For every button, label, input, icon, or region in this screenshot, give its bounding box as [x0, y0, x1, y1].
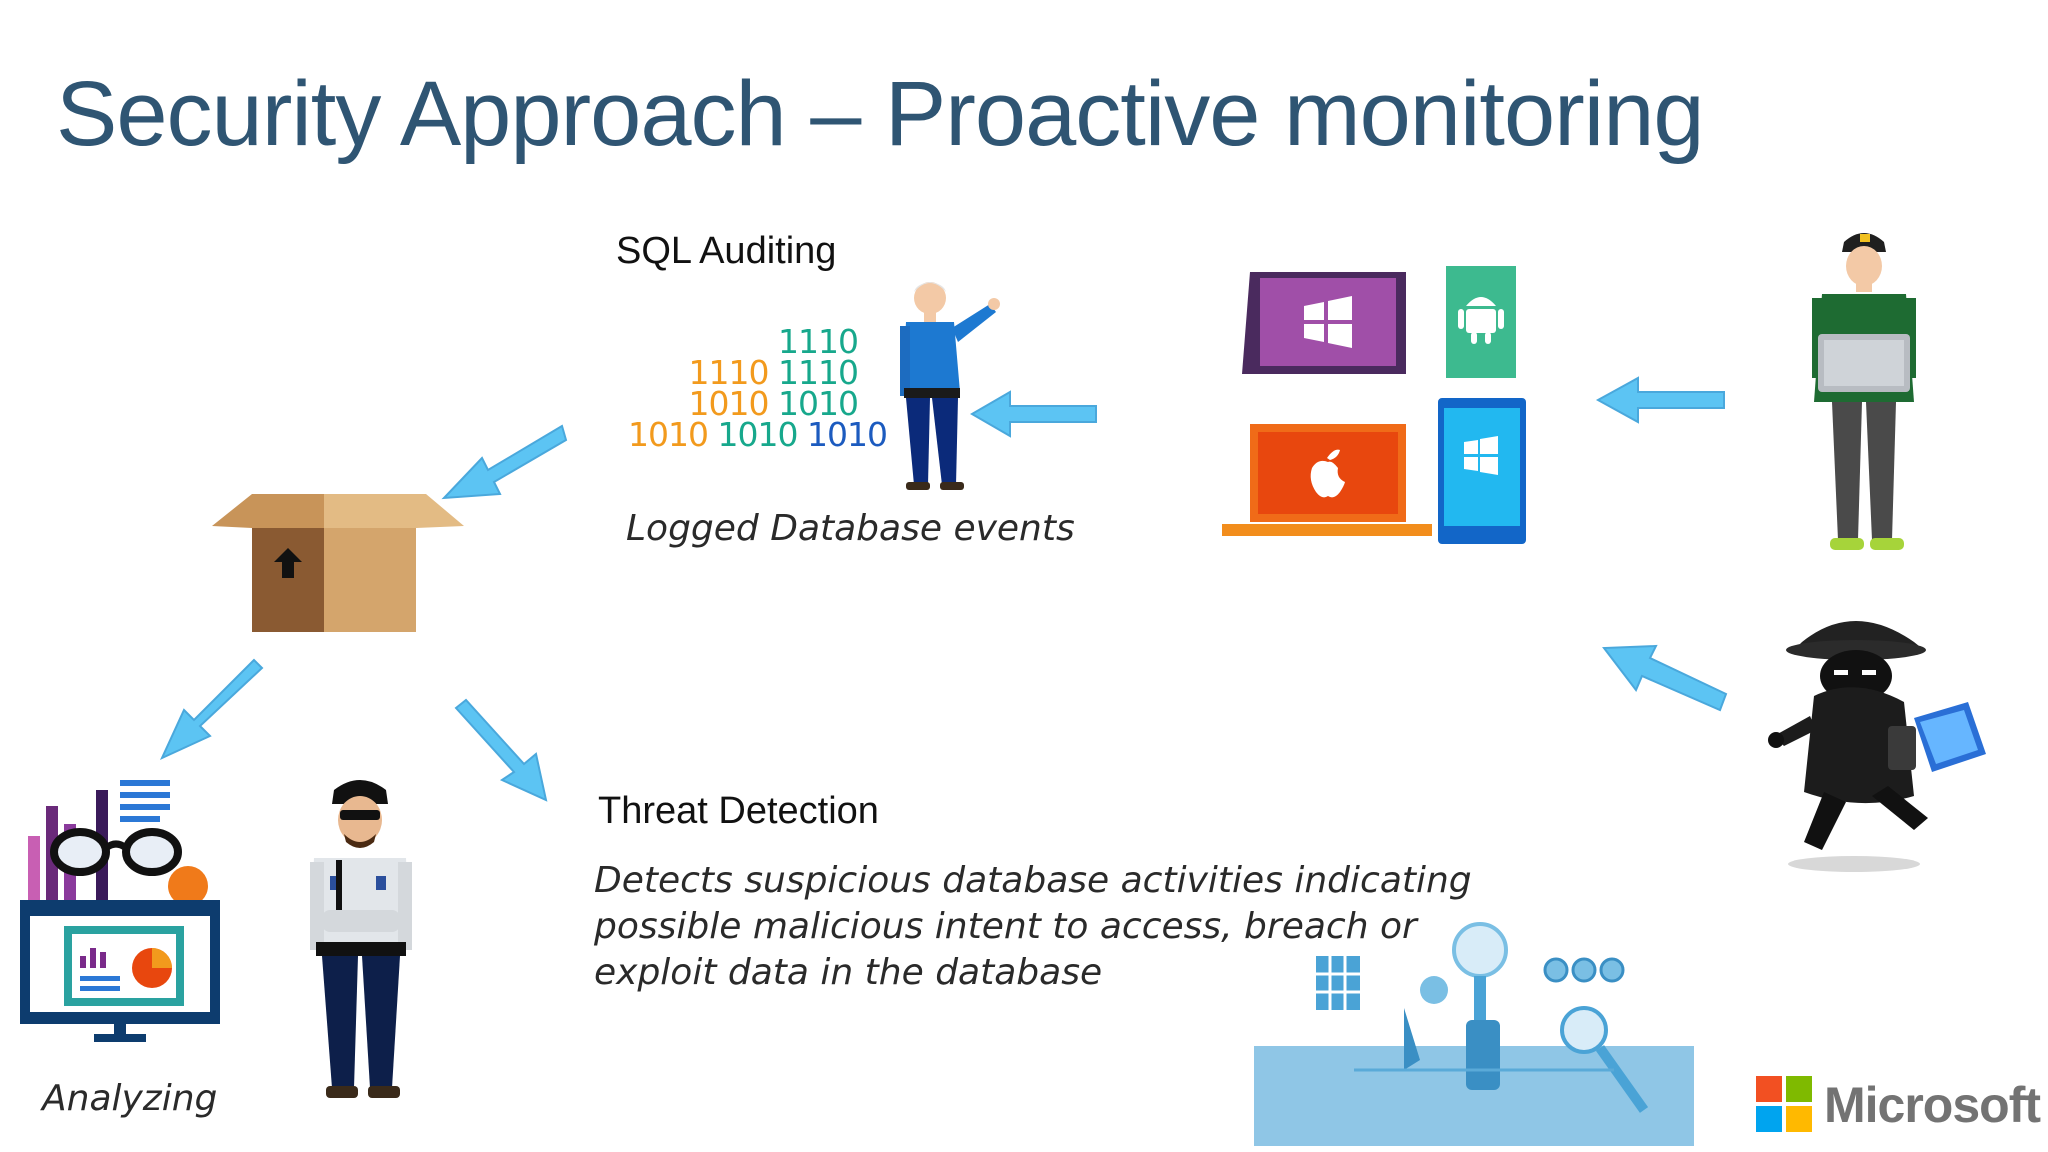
microsoft-logo-icon: [1756, 1076, 1812, 1132]
analytics-dashboard-icon: [20, 780, 220, 1042]
threat-detection-heading: Threat Detection: [598, 790, 879, 832]
binary-value: 1110: [778, 353, 859, 392]
data-lab-illustration: [1254, 922, 1694, 1146]
binary-value: 1110: [688, 353, 770, 392]
hacker-icon: [1768, 621, 1986, 872]
arrow-down-right-icon: [454, 698, 548, 802]
box-icon: [212, 494, 464, 632]
binary-line-4: 1010 1010 1010: [628, 418, 888, 451]
microsoft-wordmark: Microsoft: [1824, 1077, 2041, 1133]
sql-auditing-heading: SQL Auditing: [616, 230, 837, 272]
binary-value: 1010: [806, 415, 888, 454]
security-guard-icon: [310, 780, 412, 1098]
description-line: Detects suspicious database activities i…: [594, 860, 1472, 901]
description-line: possible malicious intent to access, bre…: [594, 906, 1417, 947]
binary-line-3: 1010 1010: [628, 387, 859, 420]
binary-value: 1010: [717, 415, 798, 454]
binary-value: 1010: [628, 415, 709, 454]
binary-line-2: 1110 1110: [628, 356, 859, 389]
description-line: exploit data in the database: [594, 952, 1103, 993]
binary-line-1: 1110: [628, 325, 859, 358]
arrow-down-left-icon: [441, 424, 568, 500]
binary-value: 1010: [688, 384, 770, 423]
apple-laptop-icon: [1222, 424, 1432, 536]
logged-events-caption: Logged Database events: [626, 508, 1075, 549]
binary-value: 1010: [778, 384, 859, 423]
android-phone-icon: [1446, 266, 1516, 378]
windows-phone-icon: [1438, 398, 1526, 544]
slide-title: Security Approach – Proactive monitoring: [56, 63, 1705, 165]
user-with-laptop-icon: [1812, 233, 1916, 550]
windows-tablet-icon: [1242, 272, 1406, 374]
arrow-up-left-icon: [1602, 644, 1728, 712]
admin-person-icon: [900, 282, 1000, 490]
arrow-left-icon: [970, 390, 1097, 438]
binary-data-block: 1110 1110 1110 1010 1010 1010 1010 1010: [628, 325, 888, 466]
binary-value: 1110: [778, 322, 859, 361]
arrow-left-icon: [1595, 376, 1725, 424]
arrow-down-left-icon: [159, 658, 264, 761]
threat-detection-description: Detects suspicious database activities i…: [594, 858, 1472, 996]
analyzing-caption: Analyzing: [42, 1078, 218, 1119]
